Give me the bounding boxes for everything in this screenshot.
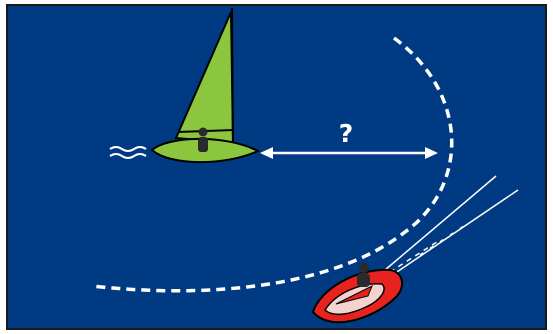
sailor-person-icon — [198, 128, 208, 153]
distance-question-label: ? — [339, 119, 354, 148]
water-background — [7, 5, 546, 329]
